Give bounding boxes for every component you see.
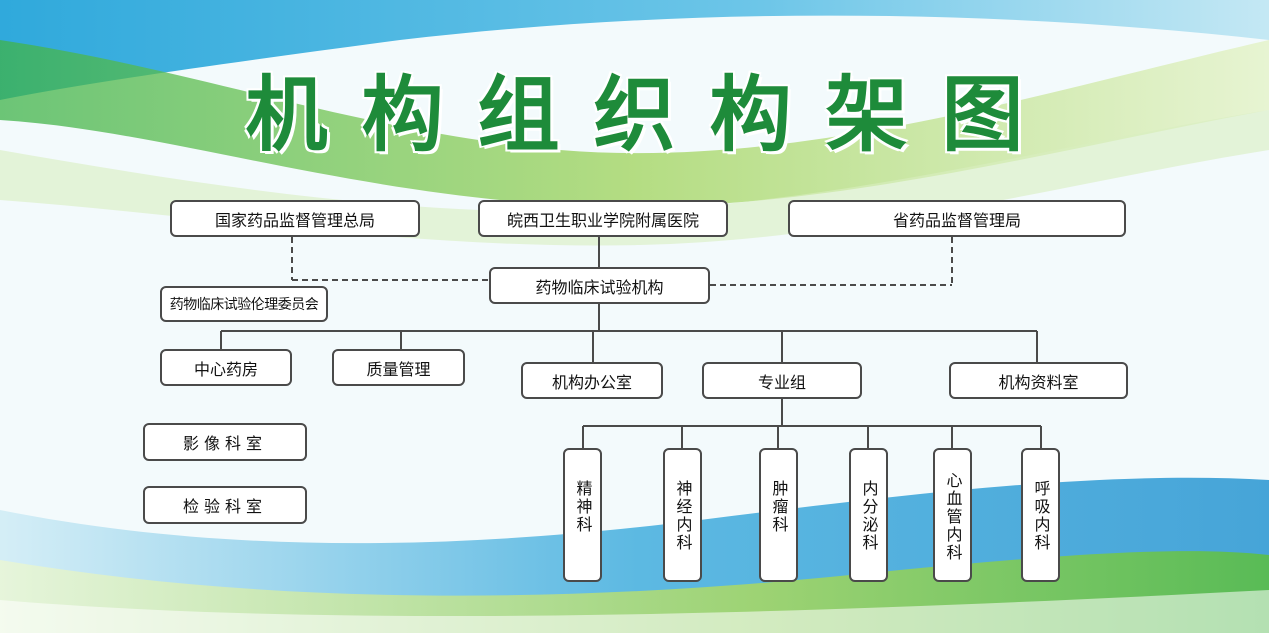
department-label: 精神科	[573, 480, 593, 534]
nmpa-box: 国家药品监督管理总局	[170, 200, 420, 237]
imaging-department-box: 影像科室	[143, 423, 307, 461]
institution-office-box: 机构办公室	[521, 362, 663, 399]
department-label: 内分泌科	[859, 480, 879, 552]
department-box-psychiatry: 精神科	[563, 448, 602, 582]
department-box-oncology: 肿瘤科	[759, 448, 798, 582]
department-label: 呼吸内科	[1031, 480, 1051, 552]
hospital-box: 皖西卫生职业学院附属医院	[478, 200, 728, 237]
institution-records-box: 机构资料室	[949, 362, 1128, 399]
clinical-trial-institution-box: 药物临床试验机构	[489, 267, 710, 304]
provincial-bureau-box: 省药品监督管理局	[788, 200, 1126, 237]
department-box-respiratory: 呼吸内科	[1021, 448, 1060, 582]
department-box-endocrinology: 内分泌科	[849, 448, 888, 582]
department-label: 肿瘤科	[769, 480, 789, 534]
quality-management-box: 质量管理	[332, 349, 465, 386]
department-label: 神经内科	[673, 480, 693, 552]
laboratory-department-box: 检验科室	[143, 486, 307, 524]
department-label: 心血管内科	[943, 472, 963, 562]
department-box-cardiology: 心血管内科	[933, 448, 972, 582]
page-title: 机构组织构架图	[245, 68, 1058, 163]
ethics-committee-box: 药物临床试验伦理委员会	[160, 286, 328, 322]
central-pharmacy-box: 中心药房	[160, 349, 292, 386]
specialty-group-box: 专业组	[702, 362, 862, 399]
department-box-neurology: 神经内科	[663, 448, 702, 582]
